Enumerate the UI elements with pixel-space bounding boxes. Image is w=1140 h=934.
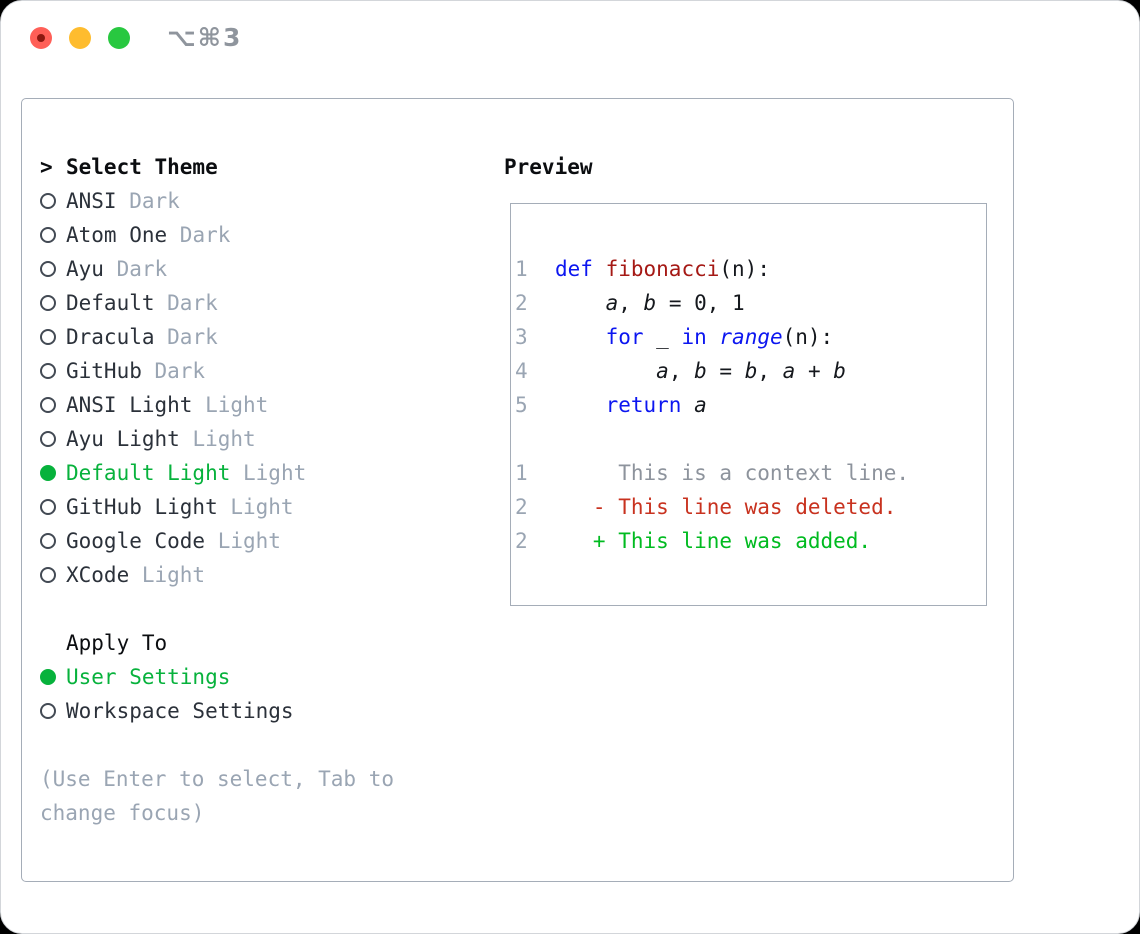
option-variant: Light xyxy=(179,427,256,451)
radio-icon xyxy=(40,422,66,456)
option-name: XCode xyxy=(66,563,130,587)
code-line: 2 - This line was deleted. xyxy=(515,490,986,524)
close-button[interactable] xyxy=(30,27,52,49)
line-number: 1 xyxy=(515,461,528,485)
option-variant: Dark xyxy=(141,359,206,383)
option-variant: Dark xyxy=(154,291,218,315)
code-line: 4 a, b = b, a + b xyxy=(515,354,986,388)
option-name: Atom One xyxy=(66,223,168,247)
option-variant: Light xyxy=(129,563,206,587)
option-name: User Settings xyxy=(66,665,231,689)
window-shortcut-label: ⌥⌘3 xyxy=(167,23,243,52)
option-name: GitHub Light xyxy=(66,495,218,519)
code-line: 1 This is a context line. xyxy=(515,456,986,490)
radio-icon xyxy=(40,490,66,524)
theme-option[interactable]: Ayu Light Light xyxy=(40,422,480,456)
theme-option[interactable]: User Settings xyxy=(40,660,480,694)
blank-line xyxy=(515,422,986,456)
radio-icon xyxy=(40,388,66,422)
theme-option[interactable]: Google Code Light xyxy=(40,524,480,558)
option-variant: Dark xyxy=(167,223,231,247)
apply-to-header: Apply To xyxy=(40,626,480,660)
option-name: ANSI xyxy=(66,189,117,213)
line-number: 5 xyxy=(515,393,528,417)
option-name: Ayu Light xyxy=(66,427,180,451)
apply-to-title: Apply To xyxy=(66,631,168,655)
line-number: 2 xyxy=(515,495,528,519)
radio-icon xyxy=(40,252,66,286)
apply-to-list: User Settings Workspace Settings xyxy=(40,660,480,728)
option-name: GitHub xyxy=(66,359,142,383)
option-variant: Light xyxy=(192,393,269,417)
radio-icon xyxy=(40,184,66,218)
radio-icon xyxy=(40,320,66,354)
theme-option[interactable]: ANSI Dark xyxy=(40,184,480,218)
theme-option[interactable]: Ayu Dark xyxy=(40,252,480,286)
option-variant: Dark xyxy=(103,257,168,281)
theme-option[interactable]: Default Light Light xyxy=(40,456,480,490)
option-variant: Dark xyxy=(116,189,180,213)
code-line: 5 return a xyxy=(515,388,986,422)
theme-selector: > Select Theme ANSI Dark Atom One Dark Ay… xyxy=(40,150,480,830)
code-line: 2 + This line was added. xyxy=(515,524,986,558)
theme-option[interactable]: Dracula Dark xyxy=(40,320,480,354)
radio-icon xyxy=(40,218,66,252)
option-name: Dracula xyxy=(66,325,155,349)
line-number: 2 xyxy=(515,291,528,315)
option-name: Workspace Settings xyxy=(66,699,294,723)
radio-icon xyxy=(40,660,66,694)
option-variant: Light xyxy=(205,529,281,553)
theme-option[interactable]: GitHub Light Light xyxy=(40,490,480,524)
option-variant: Light xyxy=(230,461,307,485)
radio-icon xyxy=(40,354,66,388)
option-variant: Light xyxy=(217,495,294,519)
line-number: 3 xyxy=(515,325,528,349)
radio-icon xyxy=(40,558,66,592)
radio-icon xyxy=(40,524,66,558)
zoom-button[interactable] xyxy=(108,27,130,49)
option-name: Ayu xyxy=(66,257,104,281)
radio-icon xyxy=(40,286,66,320)
theme-option[interactable]: Atom One Dark xyxy=(40,218,480,252)
option-name: Default Light xyxy=(66,461,231,485)
theme-option[interactable]: XCode Light xyxy=(40,558,480,592)
keyboard-hint: (Use Enter to select, Tab to change focu… xyxy=(40,767,395,825)
theme-list: ANSI Dark Atom One Dark Ayu Dark Default… xyxy=(40,184,480,592)
option-name: ANSI Light xyxy=(66,393,193,417)
line-number: 4 xyxy=(515,359,528,383)
option-name: Google Code xyxy=(66,529,206,553)
option-name: Default xyxy=(66,291,155,315)
theme-settings-panel: > Select Theme ANSI Dark Atom One Dark Ay… xyxy=(21,98,1014,882)
theme-option[interactable]: ANSI Light Light xyxy=(40,388,480,422)
theme-option[interactable]: Workspace Settings xyxy=(40,694,480,728)
radio-icon xyxy=(40,456,66,490)
minimize-button[interactable] xyxy=(69,27,91,49)
theme-option[interactable]: Default Dark xyxy=(40,286,480,320)
line-number: 1 xyxy=(515,257,528,281)
theme-list-title: Select Theme xyxy=(66,155,218,179)
preview-title: Preview xyxy=(504,155,593,179)
radio-icon xyxy=(40,694,66,728)
focus-caret-icon: > xyxy=(40,155,53,179)
theme-option[interactable]: GitHub Dark xyxy=(40,354,480,388)
line-number: 2 xyxy=(515,529,528,553)
code-line: 3 for _ in range(n): xyxy=(515,320,986,354)
theme-list-header: > Select Theme xyxy=(40,150,480,184)
option-variant: Dark xyxy=(154,325,218,349)
code-line: 2 a, b = 0, 1 xyxy=(515,286,986,320)
